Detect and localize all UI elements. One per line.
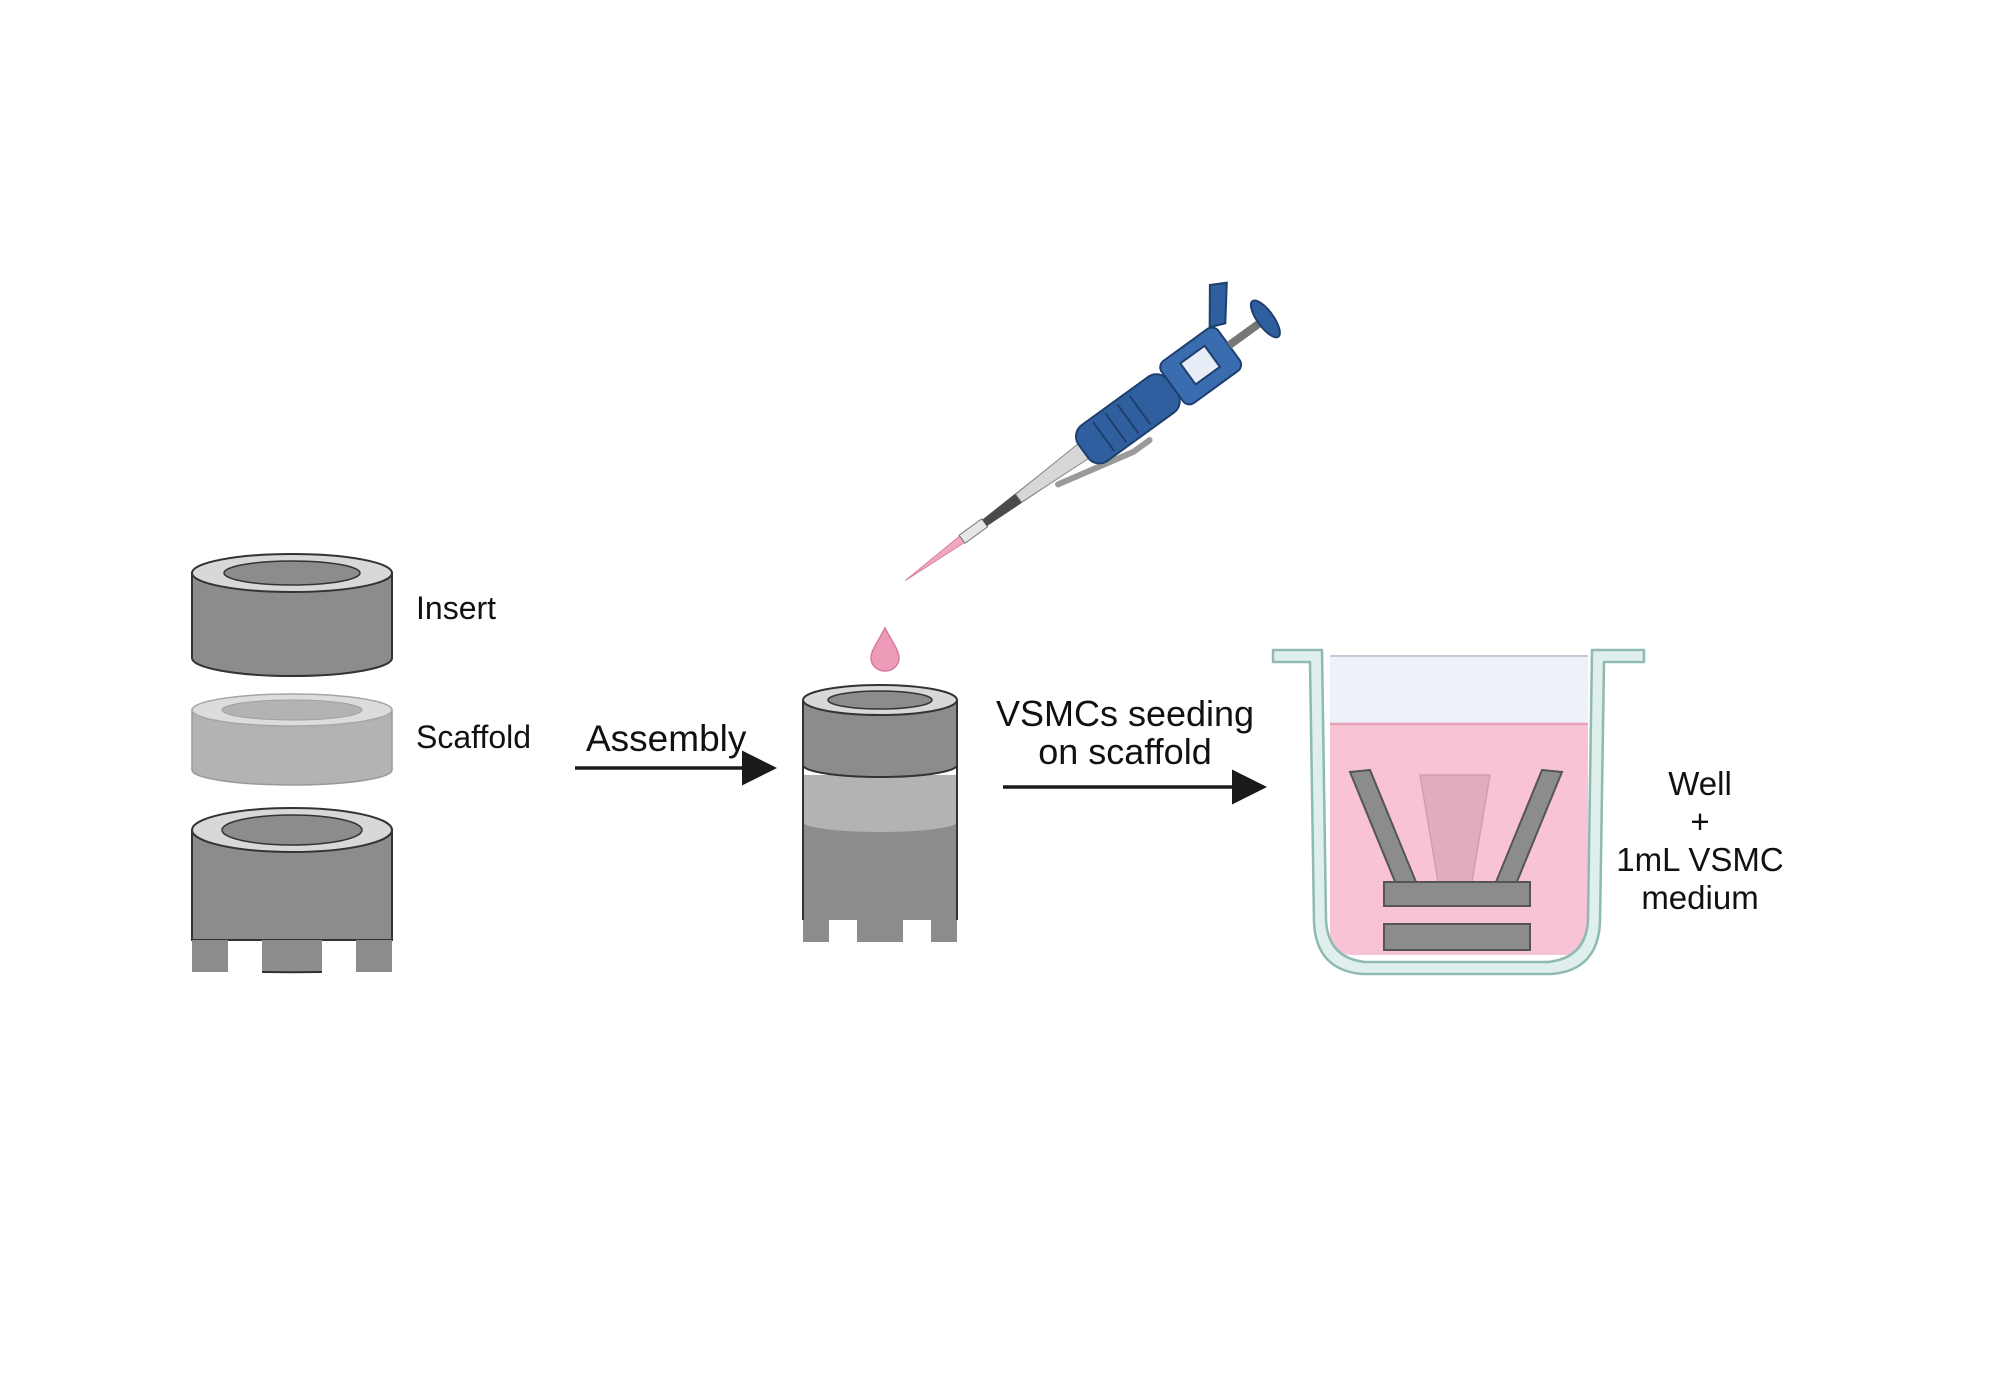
seeding-label: VSMCs seeding on scaffold — [990, 695, 1260, 771]
well-label-line4: medium — [1641, 879, 1759, 916]
well-icon — [1271, 648, 1646, 976]
scaffold-ring — [191, 693, 393, 786]
assembled-device — [802, 684, 958, 942]
droplet-icon — [870, 626, 900, 672]
well-label-line3: 1mL VSMC — [1616, 841, 1784, 878]
well-label: Well + 1mL VSMC medium — [1610, 765, 1790, 917]
base-holder — [191, 807, 393, 974]
insert-ring — [191, 553, 393, 677]
scaffold-label: Scaffold — [416, 719, 532, 755]
insert-label: Insert — [416, 590, 497, 626]
assembly-label: Assembly — [586, 718, 747, 759]
well-label-line1: Well — [1668, 765, 1732, 802]
well-label-line2: + — [1690, 803, 1710, 840]
seeding-label-line1: VSMCs seeding — [995, 693, 1255, 734]
pipette-icon — [905, 281, 1281, 581]
seeding-label-line2: on scaffold — [1038, 731, 1212, 772]
